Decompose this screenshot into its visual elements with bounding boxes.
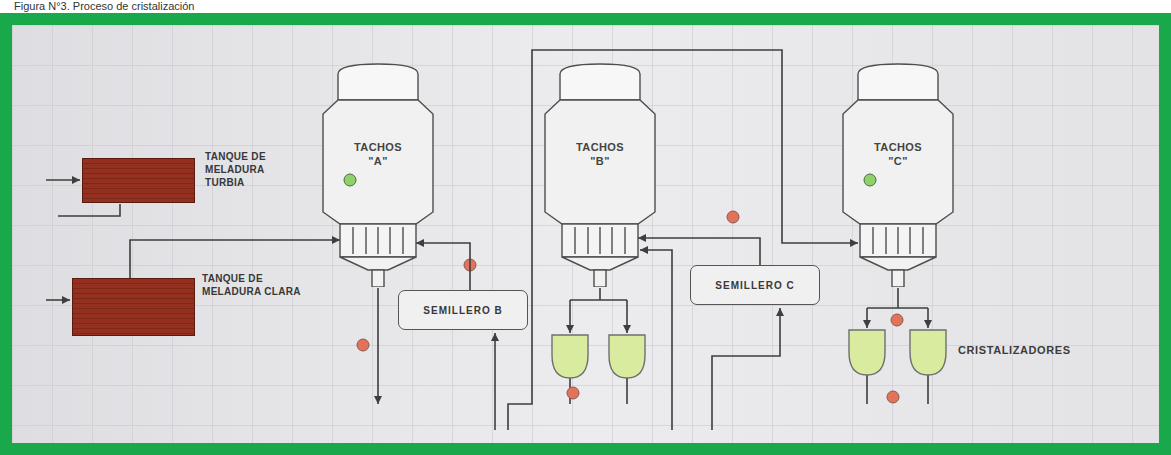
flow-connector <box>416 243 470 290</box>
feed-pipe <box>46 299 70 301</box>
vessel-cone <box>860 257 936 270</box>
vacuum-pan: TACHOS "B" <box>540 62 660 287</box>
storage-tank: TANQUE DE MELADURA CLARA <box>72 272 314 336</box>
node-label: TACHOS "C" <box>869 140 927 168</box>
calandria-tubes <box>873 227 923 254</box>
box-label: SEMILLERO B <box>423 304 502 317</box>
green-frame <box>0 13 1171 455</box>
vessel-outlet <box>594 270 606 287</box>
split-pipe <box>866 308 868 328</box>
vacuum-pan: TACHOS "A" <box>318 62 438 287</box>
seed-box: SEMILLERO C <box>690 265 820 305</box>
split-pipe <box>626 300 628 333</box>
loop-pipe <box>508 50 858 430</box>
pipes <box>46 50 928 430</box>
status-dot <box>864 174 876 186</box>
discharge-pipe <box>377 288 379 404</box>
part-label: CRISTALIZADORES <box>958 343 1071 357</box>
vessel-shape <box>843 64 953 287</box>
vessel-dome <box>338 64 418 100</box>
vessel-calandria <box>340 224 416 257</box>
flow-connector <box>130 240 340 278</box>
node-label: TACHOS "A" <box>349 140 407 168</box>
vacuum-pan: TACHOS "C" <box>838 62 958 287</box>
vessel-calandria <box>860 224 936 257</box>
vessel-outline <box>540 62 660 287</box>
vessel-outline <box>838 62 958 287</box>
vessel-body <box>545 100 655 224</box>
crystallizer-symbol <box>849 330 885 375</box>
status-dot <box>344 174 356 186</box>
vessel-dome <box>560 64 640 100</box>
sample-points <box>357 211 903 403</box>
vessel-shape <box>323 64 433 287</box>
crystallizer-symbol <box>609 335 645 378</box>
split-pipe <box>569 300 571 333</box>
return-pipe <box>494 333 496 430</box>
storage-tank: TANQUE DE MELADURA TURBIA <box>82 150 277 203</box>
node-label: TANQUE DE MELADURA TURBIA <box>205 150 277 189</box>
outlet-pipe <box>867 375 928 404</box>
sample-dot <box>887 391 899 403</box>
split-pipe <box>867 288 928 308</box>
grid-lines <box>12 25 1159 443</box>
tank-body <box>72 278 195 336</box>
crystallizer-symbol <box>910 330 946 375</box>
vessel-dome <box>858 64 938 100</box>
vessel-calandria <box>562 224 638 257</box>
split-pipe <box>570 288 627 300</box>
sample-dot <box>357 339 369 351</box>
seed-box: SEMILLERO B <box>398 290 528 330</box>
node-label: TANQUE DE MELADURA CLARA <box>202 272 314 298</box>
vessel-cone <box>340 257 416 270</box>
feed-pipe <box>46 179 80 181</box>
paper <box>12 25 1159 443</box>
vessel-body <box>843 100 953 224</box>
crystallizer-symbol <box>552 335 588 378</box>
box-label: SEMILLERO C <box>715 279 794 292</box>
vessel-outlet <box>892 270 904 287</box>
sample-dot <box>891 314 903 326</box>
sample-dot <box>567 387 579 399</box>
vessel-outlet <box>372 270 384 287</box>
vessel-shape <box>545 64 655 287</box>
split-pipe <box>927 308 929 328</box>
sample-dot <box>727 211 739 223</box>
vessel-cone <box>562 257 638 270</box>
node-label: TACHOS "B" <box>571 140 629 168</box>
return-pipe <box>712 308 780 430</box>
calandria-tubes <box>575 227 625 254</box>
vessel-outline <box>318 62 438 287</box>
drain-pipe <box>58 204 120 216</box>
flow-connector <box>638 238 760 265</box>
tank-body <box>82 158 195 203</box>
crystallizers <box>552 330 946 378</box>
calandria-tubes <box>353 227 403 254</box>
figure-caption: Figura N°3. Proceso de cristalización <box>14 0 194 13</box>
vessel-body <box>323 100 433 224</box>
